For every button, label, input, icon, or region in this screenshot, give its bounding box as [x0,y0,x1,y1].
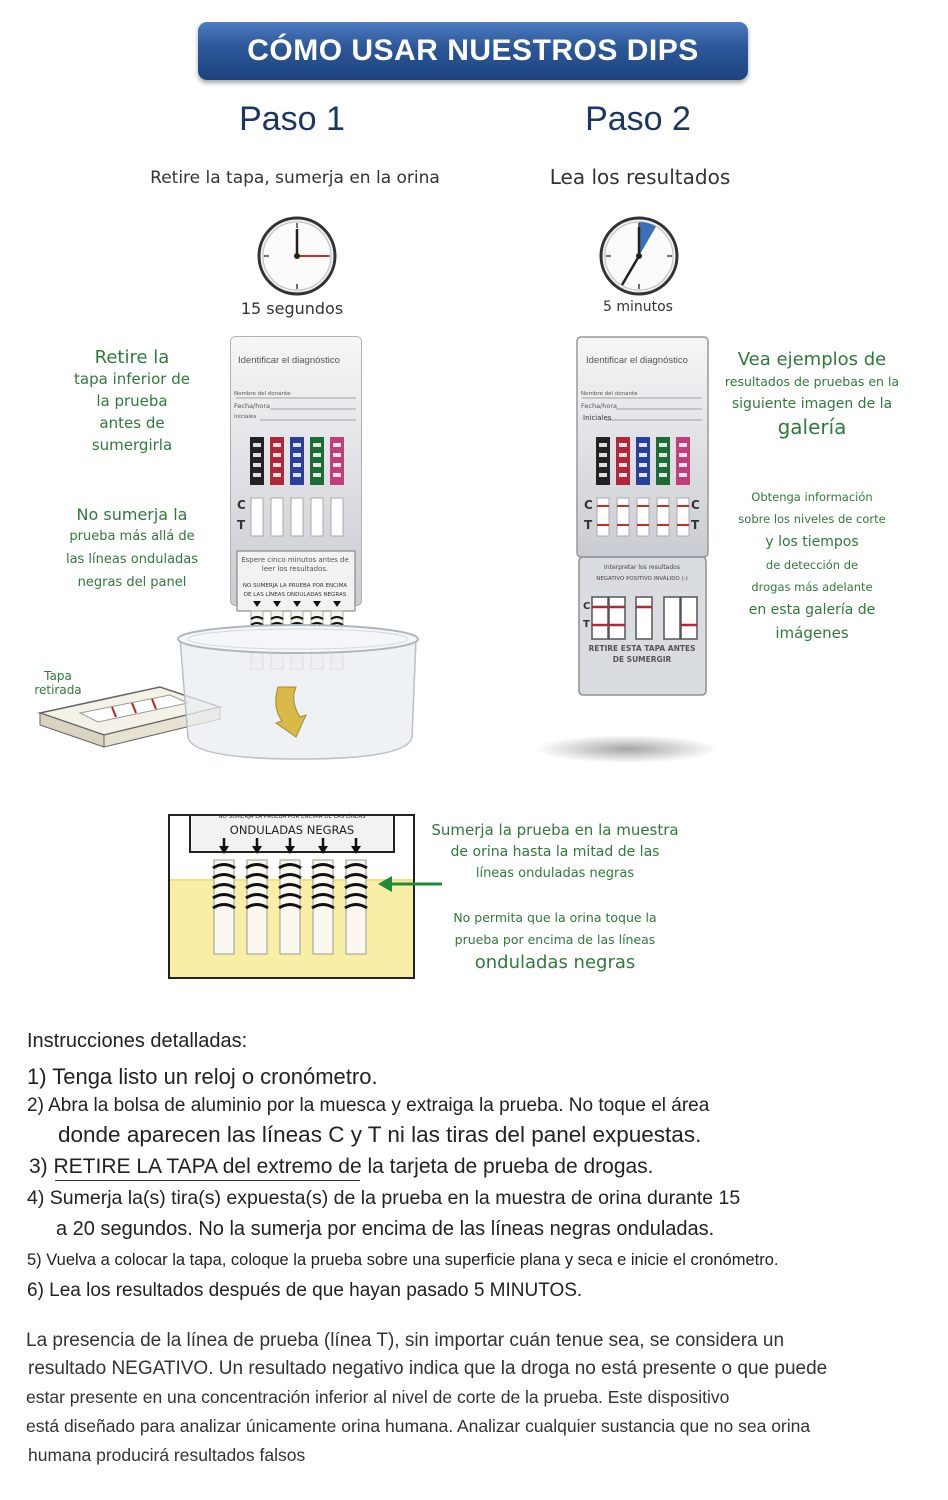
note-dip-halfway: Sumerja la prueba en la muestra de orina… [431,821,679,882]
t-label-step2-right: T [691,518,700,532]
cap-removed-label: Tapa retirada [34,669,82,698]
cap-instruction: RETIRE ESTA TAPA ANTES DE SUMERGIR [588,644,696,664]
down-arrow-icon [219,838,361,854]
banner-title: CÓMO USAR NUESTROS DIPS [247,34,699,67]
title-banner: CÓMO USAR NUESTROS DIPS [198,22,748,80]
field-donor-step2: Nombre del donante [581,391,638,397]
step2-title: Paso 2 [585,100,691,138]
detail-header-line1: NO SUMERJA LA PRUEBA POR ENCIMA DE LAS L… [218,814,366,820]
t-label-step2-left: T [584,518,593,532]
result-paragraph-line5: humana producirá resultados falsos [28,1445,306,1465]
field-date-step1: Fecha/hora [234,402,271,410]
green-arrow-icon [378,876,442,892]
field-date-step2: Fecha/hora [581,402,618,410]
step1-subtitle: Retire la tapa, sumerja en la orina [150,168,440,188]
instruction-3-underline [55,1180,360,1181]
step2-subtitle: Lea los resultados [549,165,731,189]
note-gallery: Vea ejemplos de resultados de pruebas en… [724,349,900,440]
instruction-2-cont: donde aparecen las líneas C y T ni las t… [58,1122,702,1147]
result-paragraph-line2: resultado NEGATIVO. Un resultado negativ… [28,1358,828,1379]
c-label-step2-left: C [584,498,593,512]
no-dip-text-step1: NO SUMERJA LA PRUEBA POR ENCIMA DE LAS L… [242,583,348,599]
note-cutoff-info: Obtenga información sobre los niveles de… [738,490,886,642]
down-arrow-icon [253,601,341,607]
urine-cup [177,624,419,760]
instruction-2: 2) Abra la bolsa de aluminio por la mues… [27,1095,710,1116]
step1-timer-label: 15 segundos [240,299,344,318]
step1-title: Paso 1 [239,100,345,138]
c-label-cap: C [583,601,591,612]
step1-illustration [37,336,419,760]
c-label-step1: C [237,498,246,512]
detail-header-line2: ONDULADAS NEGRAS [229,823,355,837]
clock-icon [599,216,679,296]
t-label-cap: T [583,619,590,630]
instruction-5: 5) Vuelva a colocar la tapa, coloque la … [27,1251,779,1269]
field-initials-step2: Iniciales [583,414,612,422]
card-header-step1: Identificar el diagnóstico [238,355,340,366]
step2-illustration [535,336,719,763]
instruction-1: 1) Tenga listo un reloj o cronómetro. [27,1064,378,1089]
interpret-label: Interpretar los resultados [604,564,680,571]
dip-detail-illustration [168,814,416,979]
instructions-heading: Instrucciones detalladas: [27,1030,248,1052]
instruction-6: 6) Lea los resultados después de que hay… [27,1280,583,1301]
field-donor-step1: Nombre del donante [234,391,291,397]
note-no-touch: No permita que la orina toque la prueba … [453,910,657,973]
c-label-step2-right: C [691,498,700,512]
note-remove-cap: Retire la tapa inferior de la prueba ant… [74,347,190,454]
t-label-step1: T [237,518,246,532]
clock-icon [257,216,337,296]
curved-arrow-icon [274,686,307,738]
field-initials-step1: Iniciales [234,414,257,420]
instruction-3: 3) RETIRE LA TAPA del extremo de la tarj… [29,1155,654,1178]
result-paragraph-line1: La presencia de la línea de prueba (líne… [26,1330,785,1351]
wavy-line-icon [250,616,344,638]
wavy-line-icon [212,863,368,910]
card-header-step2: Identificar el diagnóstico [586,355,688,366]
instruction-4-cont: a 20 segundos. No la sumerja por encima … [56,1218,715,1240]
result-legend: NEGATIVO POSITIVO INVÁLIDO (-) [596,576,688,582]
removed-cap [37,686,223,748]
result-paragraph-line3: estar presente en una concentración infe… [26,1387,730,1407]
note-no-dip: No sumerja la prueba más allá de las lín… [65,505,199,590]
step2-timer-label: 5 minutos [603,299,673,315]
instruction-4: 4) Sumerja la(s) tira(s) expuesta(s) de … [27,1187,741,1209]
wait-text-step1: Espere cinco minutos antes de leer los r… [241,556,349,574]
result-paragraph-line4: está diseñado para analizar únicamente o… [26,1416,811,1436]
